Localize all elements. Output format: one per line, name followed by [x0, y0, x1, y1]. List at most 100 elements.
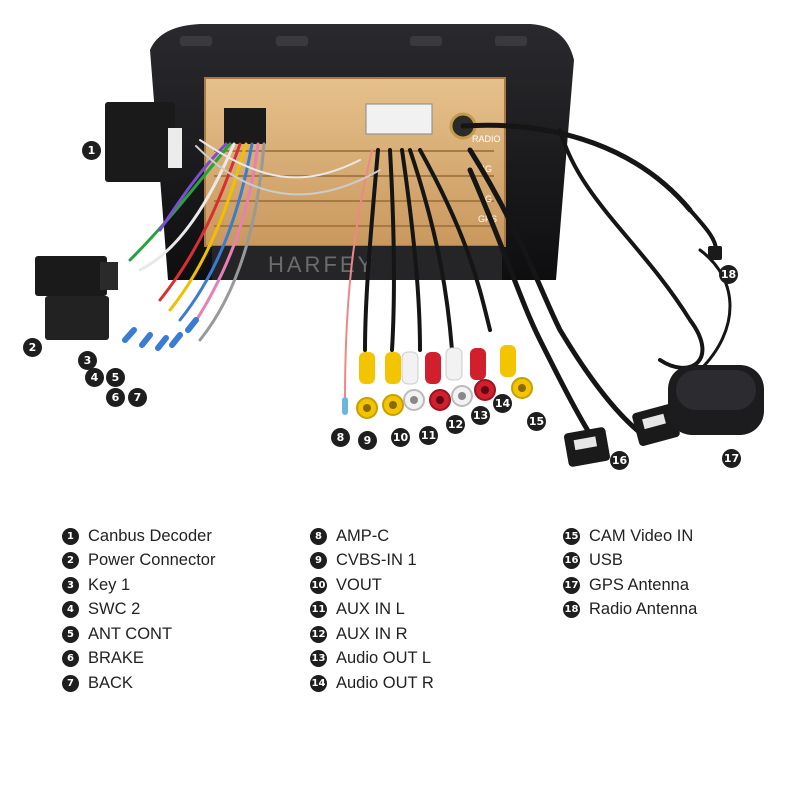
harness-socket: [224, 108, 266, 144]
callout-2: 2: [23, 338, 42, 357]
legend-badge: 9: [310, 552, 327, 570]
callout-4: 4: [85, 368, 104, 387]
antenna-label-radio: RADIO: [472, 134, 501, 144]
legend-item: 13 Audio OUT L: [310, 647, 434, 672]
legend-item: 2 Power Connector: [62, 549, 215, 574]
legend-item: 14 Audio OUT R: [310, 671, 434, 696]
cables: [128, 122, 732, 453]
legend-badge: 3: [62, 576, 79, 594]
callout-10: 10: [391, 428, 410, 447]
rca-vout: [382, 352, 404, 416]
legend-label: Canbus Decoder: [88, 526, 212, 545]
legend-label: USB: [589, 551, 623, 570]
legend-label: Power Connector: [88, 551, 216, 570]
legend-badge: 1: [62, 527, 79, 545]
wire-terminals: [122, 317, 348, 415]
brand-logo: HARFEY: [268, 252, 375, 277]
callout-9: 9: [358, 431, 377, 450]
power-connector: [35, 256, 118, 340]
callout-12: 12: [446, 415, 465, 434]
legend-item: 4 SWC 2: [62, 598, 215, 623]
head-unit: HARFEY RADIO 4G 4G GPS: [150, 24, 574, 280]
legend-label: Audio OUT L: [336, 649, 432, 668]
legend-badge: 7: [62, 674, 79, 692]
legend-item: 11 AUX IN L: [310, 598, 434, 623]
legend-badge: 17: [563, 576, 580, 594]
legend-badge: 2: [62, 552, 79, 570]
callout-11: 11: [419, 426, 438, 445]
legend-item: 12 AUX IN R: [310, 622, 434, 647]
rca-aux-in-r: [425, 352, 451, 411]
legend-item: 7 BACK: [62, 671, 215, 696]
bottom-panel: [212, 246, 502, 280]
callout-3: 3: [78, 351, 97, 370]
frame-tab: [495, 36, 527, 46]
legend-item: 5 ANT CONT: [62, 622, 215, 647]
chassis-vents: [214, 150, 494, 227]
frame-tab: [276, 36, 308, 46]
legend-badge: 14: [310, 674, 327, 692]
legend-label: Audio OUT R: [336, 673, 434, 692]
legend-label: ANT CONT: [88, 624, 173, 643]
antenna-label-4g-2: 4G: [480, 194, 492, 204]
legend-label: BACK: [88, 673, 133, 692]
legend-label: Radio Antenna: [589, 600, 698, 619]
legend-label: BRAKE: [88, 649, 144, 668]
callout-18: 18: [719, 265, 738, 284]
rca-aux-in-l: [401, 351, 425, 411]
legend-badge: 4: [62, 601, 79, 619]
callout-5: 5: [106, 368, 125, 387]
legend-item: 15 CAM Video IN: [563, 524, 697, 549]
legend-badge: 6: [62, 650, 79, 668]
legend-badge: 8: [310, 527, 327, 545]
legend-label: Key 1: [88, 575, 131, 594]
legend-label: AUX IN R: [336, 624, 408, 643]
antenna-label-4g-1: 4G: [480, 164, 492, 174]
legend-item: 3 Key 1: [62, 573, 215, 598]
legend-badge: 18: [563, 601, 580, 619]
callout-17: 17: [722, 449, 741, 468]
legend-badge: 13: [310, 650, 327, 668]
legend-badge: 11: [310, 601, 327, 619]
rca-audio-out-r: [470, 348, 496, 401]
legend-label: GPS Antenna: [589, 575, 689, 594]
rca-cvbs-in: [356, 352, 378, 419]
rca-audio-out-l: [445, 347, 473, 407]
rca-plugs: [356, 345, 533, 419]
legend-item: 1 Canbus Decoder: [62, 524, 215, 549]
callout-13: 13: [471, 406, 490, 425]
legend-label: AMP-C: [336, 526, 390, 545]
rca-cam-video-in: [500, 345, 533, 399]
canbus-decoder: [105, 102, 182, 182]
legend-label: CVBS-IN 1: [336, 551, 417, 570]
av-socket: [365, 103, 433, 135]
antenna-label-gps: GPS: [478, 214, 497, 224]
callout-7: 7: [128, 388, 147, 407]
legend-label: AUX IN L: [336, 600, 405, 619]
radio-antenna-plug: [708, 246, 722, 260]
callout-15: 15: [527, 412, 546, 431]
legend-item: 18 Radio Antenna: [563, 598, 697, 623]
callout-1: 1: [82, 141, 101, 160]
legend-badge: 15: [563, 527, 580, 545]
legend-label: SWC 2: [88, 600, 141, 619]
legend-item: 9 CVBS-IN 1: [310, 549, 434, 574]
callout-14: 14: [493, 394, 512, 413]
legend-label: CAM Video IN: [589, 526, 694, 545]
callout-6: 6: [106, 388, 125, 407]
callout-16: 16: [610, 451, 629, 470]
legend-item: 6 BRAKE: [62, 647, 215, 672]
legend-item: 8 AMP-C: [310, 524, 434, 549]
legend-item: 17 GPS Antenna: [563, 573, 697, 598]
legend-badge: 12: [310, 625, 327, 643]
legend-badge: 5: [62, 625, 79, 643]
wiring-diagram: HARFEY RADIO 4G 4G GPS: [35, 24, 764, 467]
frame-tab: [410, 36, 442, 46]
gps-antenna: [668, 365, 764, 435]
frame-tab: [180, 36, 212, 46]
usb-connectors: [564, 404, 680, 467]
